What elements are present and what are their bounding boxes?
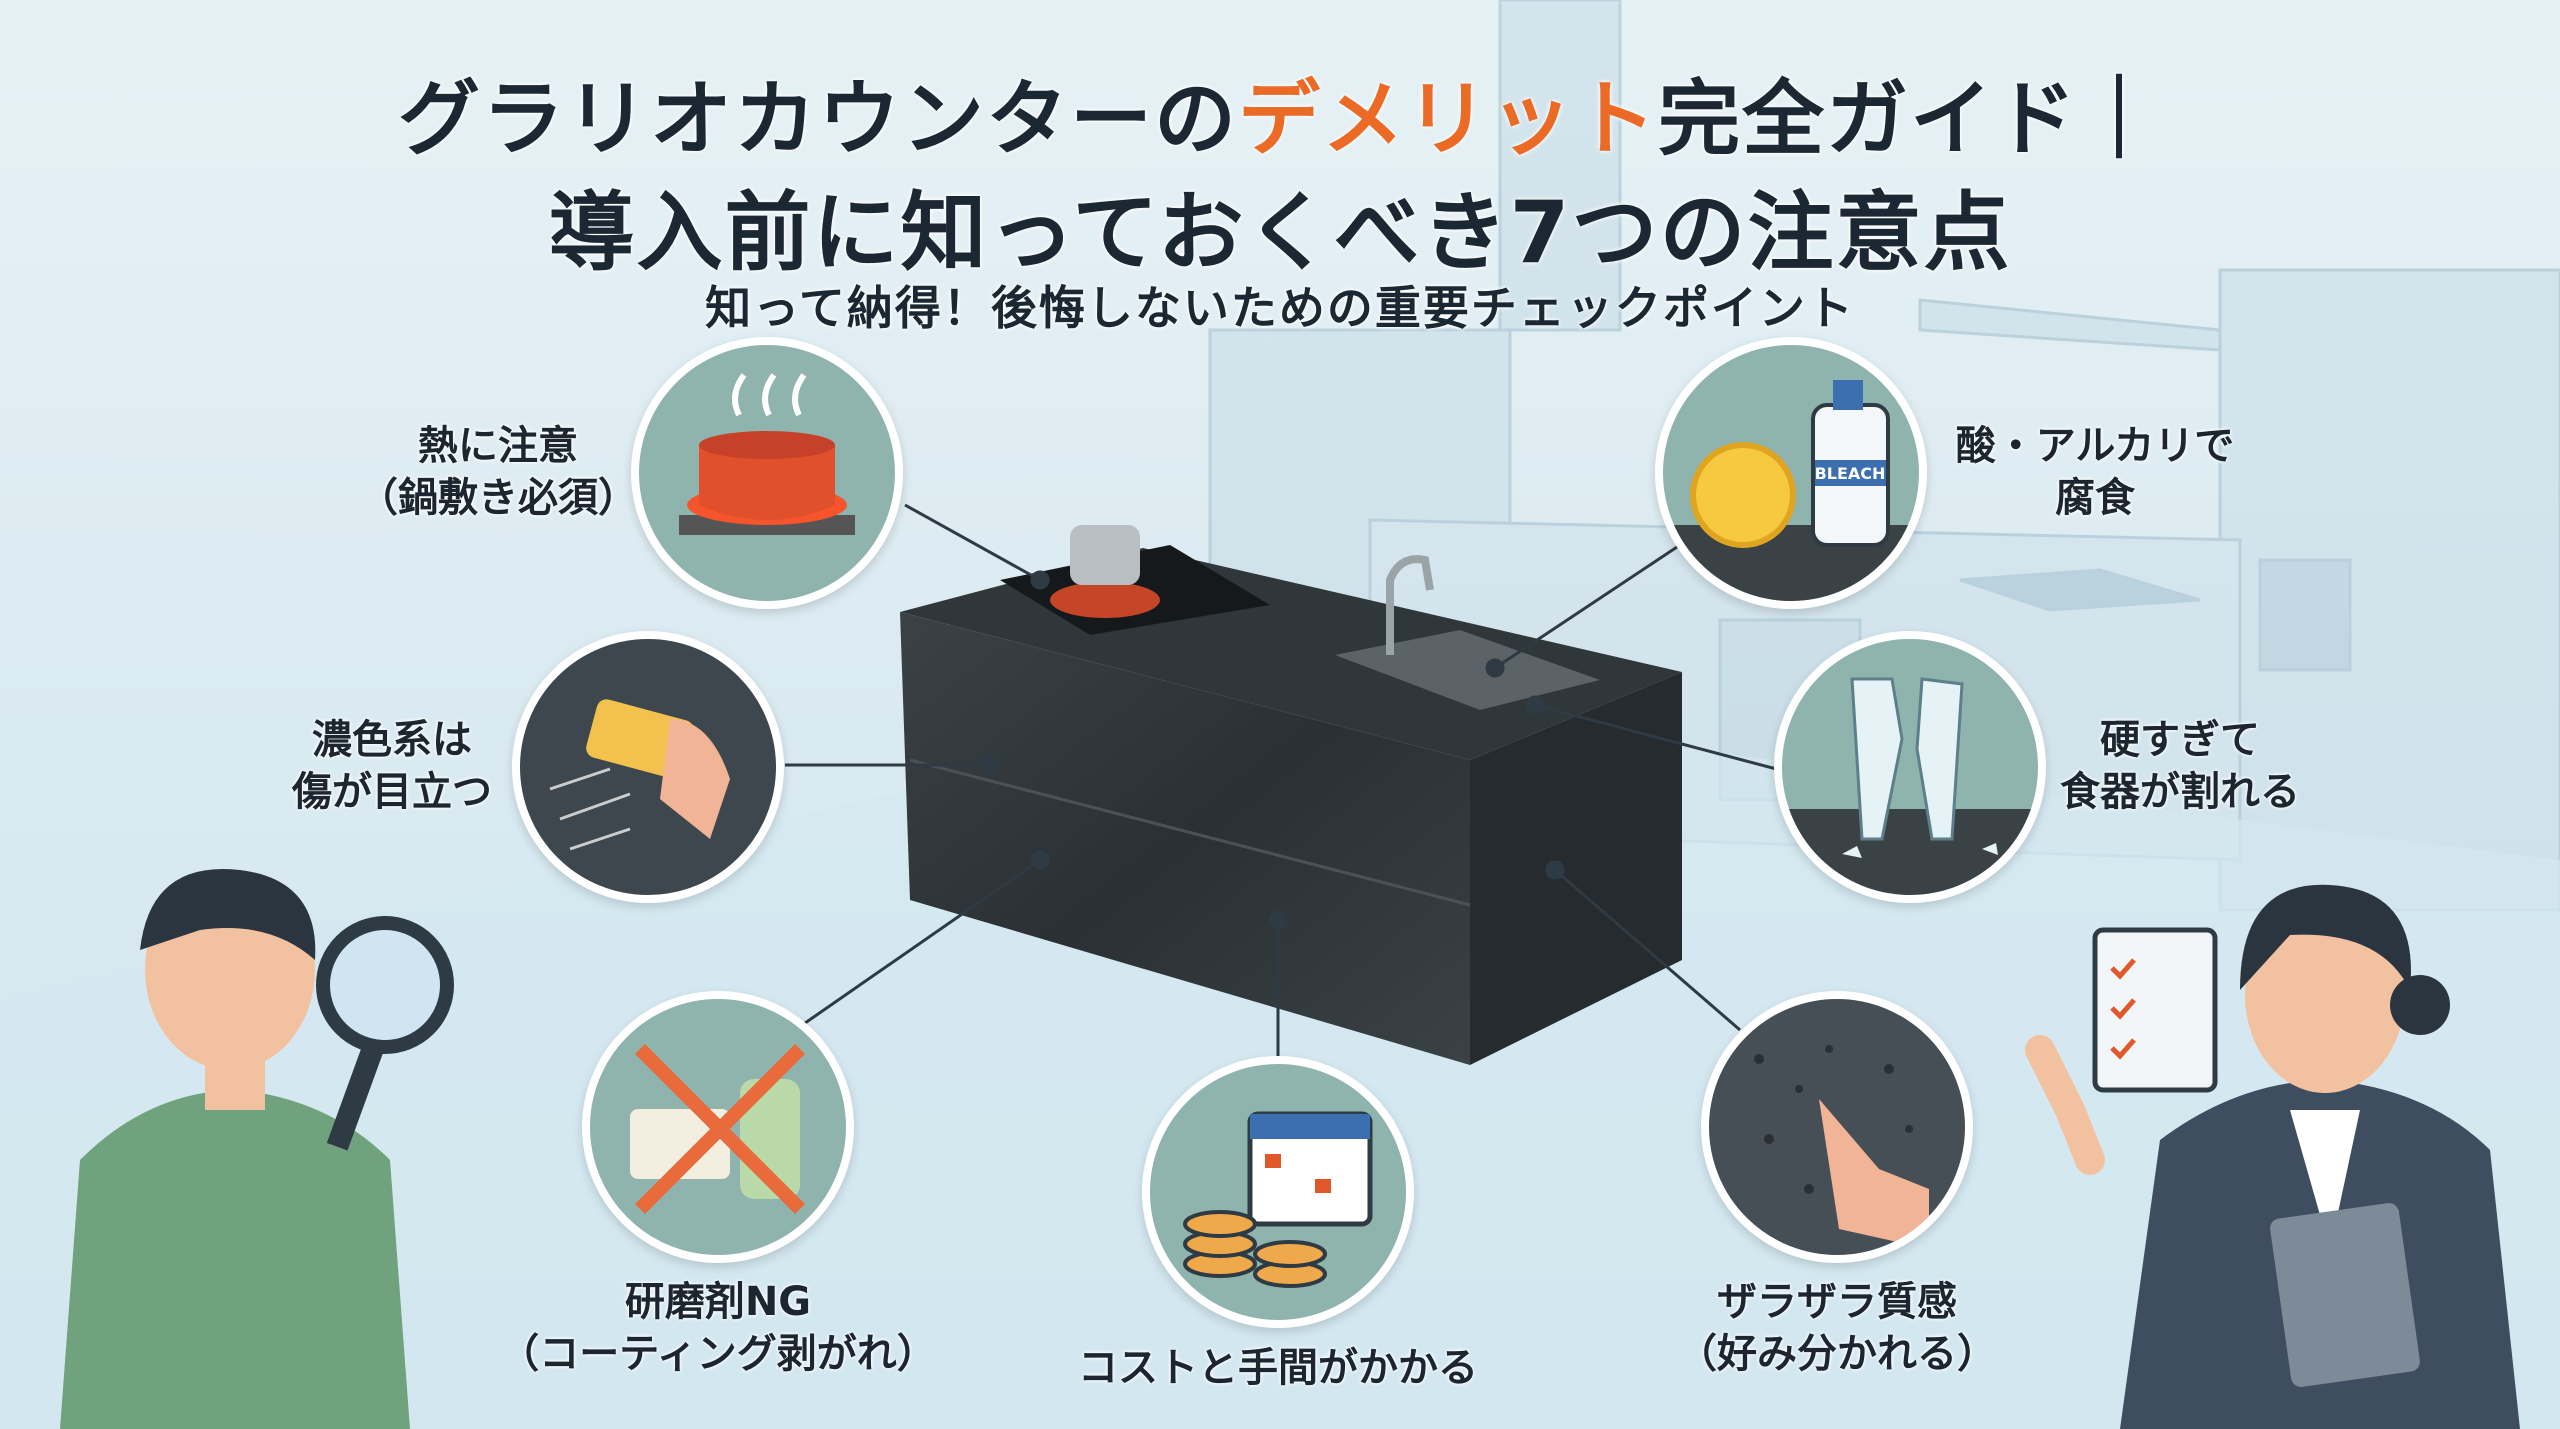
label-line: （鍋敷き必須）: [358, 475, 638, 521]
rough-texture-icon: [1701, 991, 1973, 1263]
point-heat-label: 熱に注意 （鍋敷き必須）: [358, 420, 638, 524]
point-hardness-label: 硬すぎて食器が割れる: [2060, 714, 2300, 818]
point-scratch-label: 濃色系は傷が目立つ: [292, 714, 492, 818]
main-title-line1: グラリオカウンターのデメリット完全ガイド｜: [0, 52, 2560, 171]
sponge-scratch-icon: [512, 631, 784, 903]
leader-lines: [785, 503, 1781, 1060]
broken-glass-icon: [1774, 631, 2046, 903]
label-line: 腐食: [2055, 475, 2135, 521]
hot-pot-icon: [631, 337, 903, 609]
label-line: 酸・アルカリで: [1955, 423, 2235, 469]
label-line: （好み分かれる）: [1677, 1331, 1997, 1377]
point-acid-label: 酸・アルカリで腐食: [1956, 420, 2234, 524]
bleach-label: BLEACH: [1815, 464, 1886, 483]
label-line: 研磨剤NG: [624, 1279, 812, 1325]
lemon-bleach-icon: BLEACH: [1655, 337, 1927, 609]
coins-calendar-icon: [1142, 1056, 1414, 1328]
title-suffix: 完全ガイド｜: [1658, 72, 2163, 167]
grario-counter-island: [900, 525, 1682, 1065]
label-line: 傷が目立つ: [292, 769, 492, 815]
no-abrasive-icon: [582, 991, 854, 1263]
label-line: ザラザラ質感: [1717, 1279, 1957, 1325]
label-line: 熱に注意: [418, 423, 578, 469]
label-line: 濃色系は: [312, 717, 472, 763]
point-cost-label: コストと手間がかかる: [1078, 1342, 1478, 1394]
title-accent-demerit: デメリット: [1237, 72, 1658, 167]
woman-with-clipboard-illustration: [2025, 884, 2520, 1429]
label-line: コストと手間がかかる: [1078, 1345, 1478, 1391]
title-prefix: グラリオカウンターの: [397, 72, 1238, 167]
subtitle: 知って納得！後悔しないための重要チェックポイント: [705, 281, 1855, 335]
point-abrasive-label: 研磨剤NG （コーティング剥がれ）: [499, 1276, 937, 1380]
point-texture-label: ザラザラ質感 （好み分かれる）: [1677, 1276, 1997, 1380]
label-line: 食器が割れる: [2060, 769, 2300, 815]
label-line: 硬すぎて: [2100, 717, 2260, 763]
man-with-magnifier-illustration: [60, 869, 454, 1429]
main-title-line2: 導入前に知っておくべき7つの注意点: [548, 183, 2012, 283]
label-line: （コーティング剥がれ）: [499, 1331, 937, 1377]
